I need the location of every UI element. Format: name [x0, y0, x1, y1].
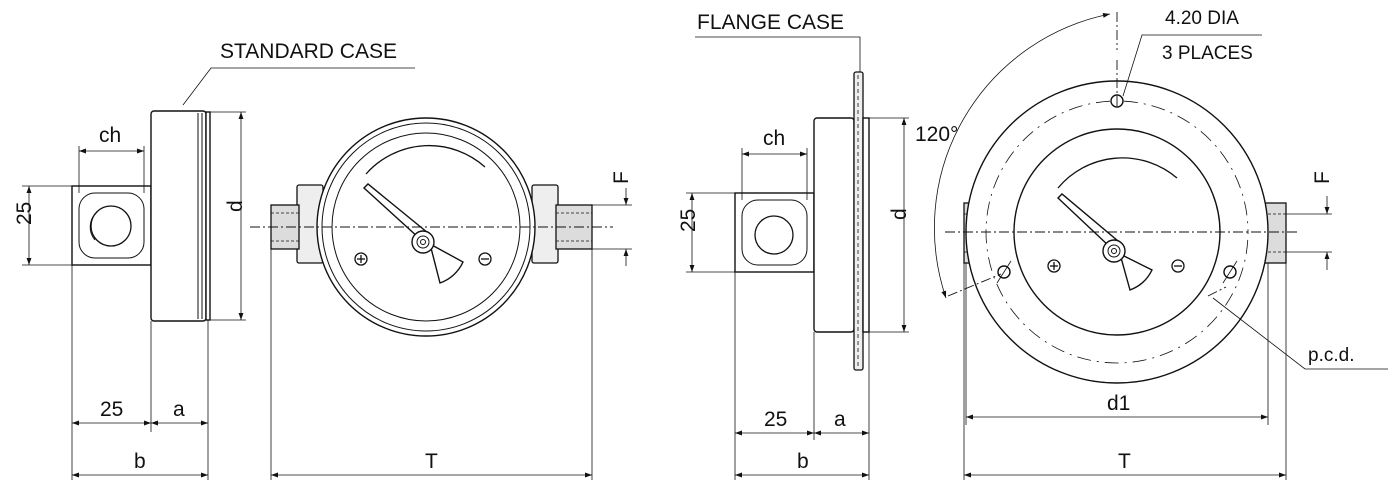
gauge-scale-arc: [365, 144, 486, 175]
dim-port-height: 25: [677, 209, 700, 232]
flange-case-front-view: 120° 4.20 DIA 3 PLACES p.c.d. F d1 T: [915, 8, 1388, 480]
pcd-label: p.c.d.: [1308, 345, 1354, 366]
angle-arc: [934, 12, 1111, 299]
dim-a: a: [173, 398, 185, 421]
port-hub-right: [531, 184, 559, 264]
flange-case-side-view: FLANGE CASE ch 25 d 25 a b: [677, 11, 911, 480]
dim-F: F: [610, 171, 633, 184]
hole-callout-dia: 4.20 DIA: [1165, 8, 1239, 29]
dim-d: d: [224, 200, 247, 212]
standard-case-front-view: F T: [250, 117, 633, 480]
standard-case-label: STANDARD CASE: [220, 40, 397, 63]
dim-port-offset: 25: [764, 408, 787, 431]
port-fitting: [741, 199, 808, 266]
dim-port-height: 25: [13, 202, 36, 225]
port-block: [71, 185, 152, 266]
case-body: [813, 117, 855, 333]
dim-ch: ch: [99, 124, 121, 147]
dim-b: b: [134, 450, 146, 473]
gauge-pointer-tail: [1118, 252, 1153, 291]
dim-ch: ch: [763, 127, 785, 150]
plus-icon: [354, 252, 368, 266]
gauge-pointer-tail: [428, 242, 464, 284]
port-bore: [754, 215, 794, 255]
port-fitting: [78, 192, 145, 259]
minus-icon: [1171, 259, 1185, 273]
dim-port-offset: 25: [100, 398, 123, 421]
dim-a: a: [834, 408, 846, 431]
flange-case-label: FLANGE CASE: [697, 11, 844, 34]
dim-T: T: [425, 450, 438, 473]
angle-label: 120°: [915, 123, 958, 146]
dim-F: F: [1311, 171, 1334, 184]
dim-d: d: [888, 208, 911, 220]
standard-case-side-view: STANDARD CASE ch 25 d 25 a b: [13, 40, 415, 480]
dim-T: T: [1118, 450, 1131, 473]
dim-d1: d1: [1107, 392, 1130, 415]
flange-plate: [853, 71, 864, 371]
minus-icon: [478, 252, 492, 266]
dim-b: b: [797, 450, 809, 473]
hole-callout-count: 3 PLACES: [1162, 43, 1253, 64]
port-bore: [90, 205, 132, 247]
